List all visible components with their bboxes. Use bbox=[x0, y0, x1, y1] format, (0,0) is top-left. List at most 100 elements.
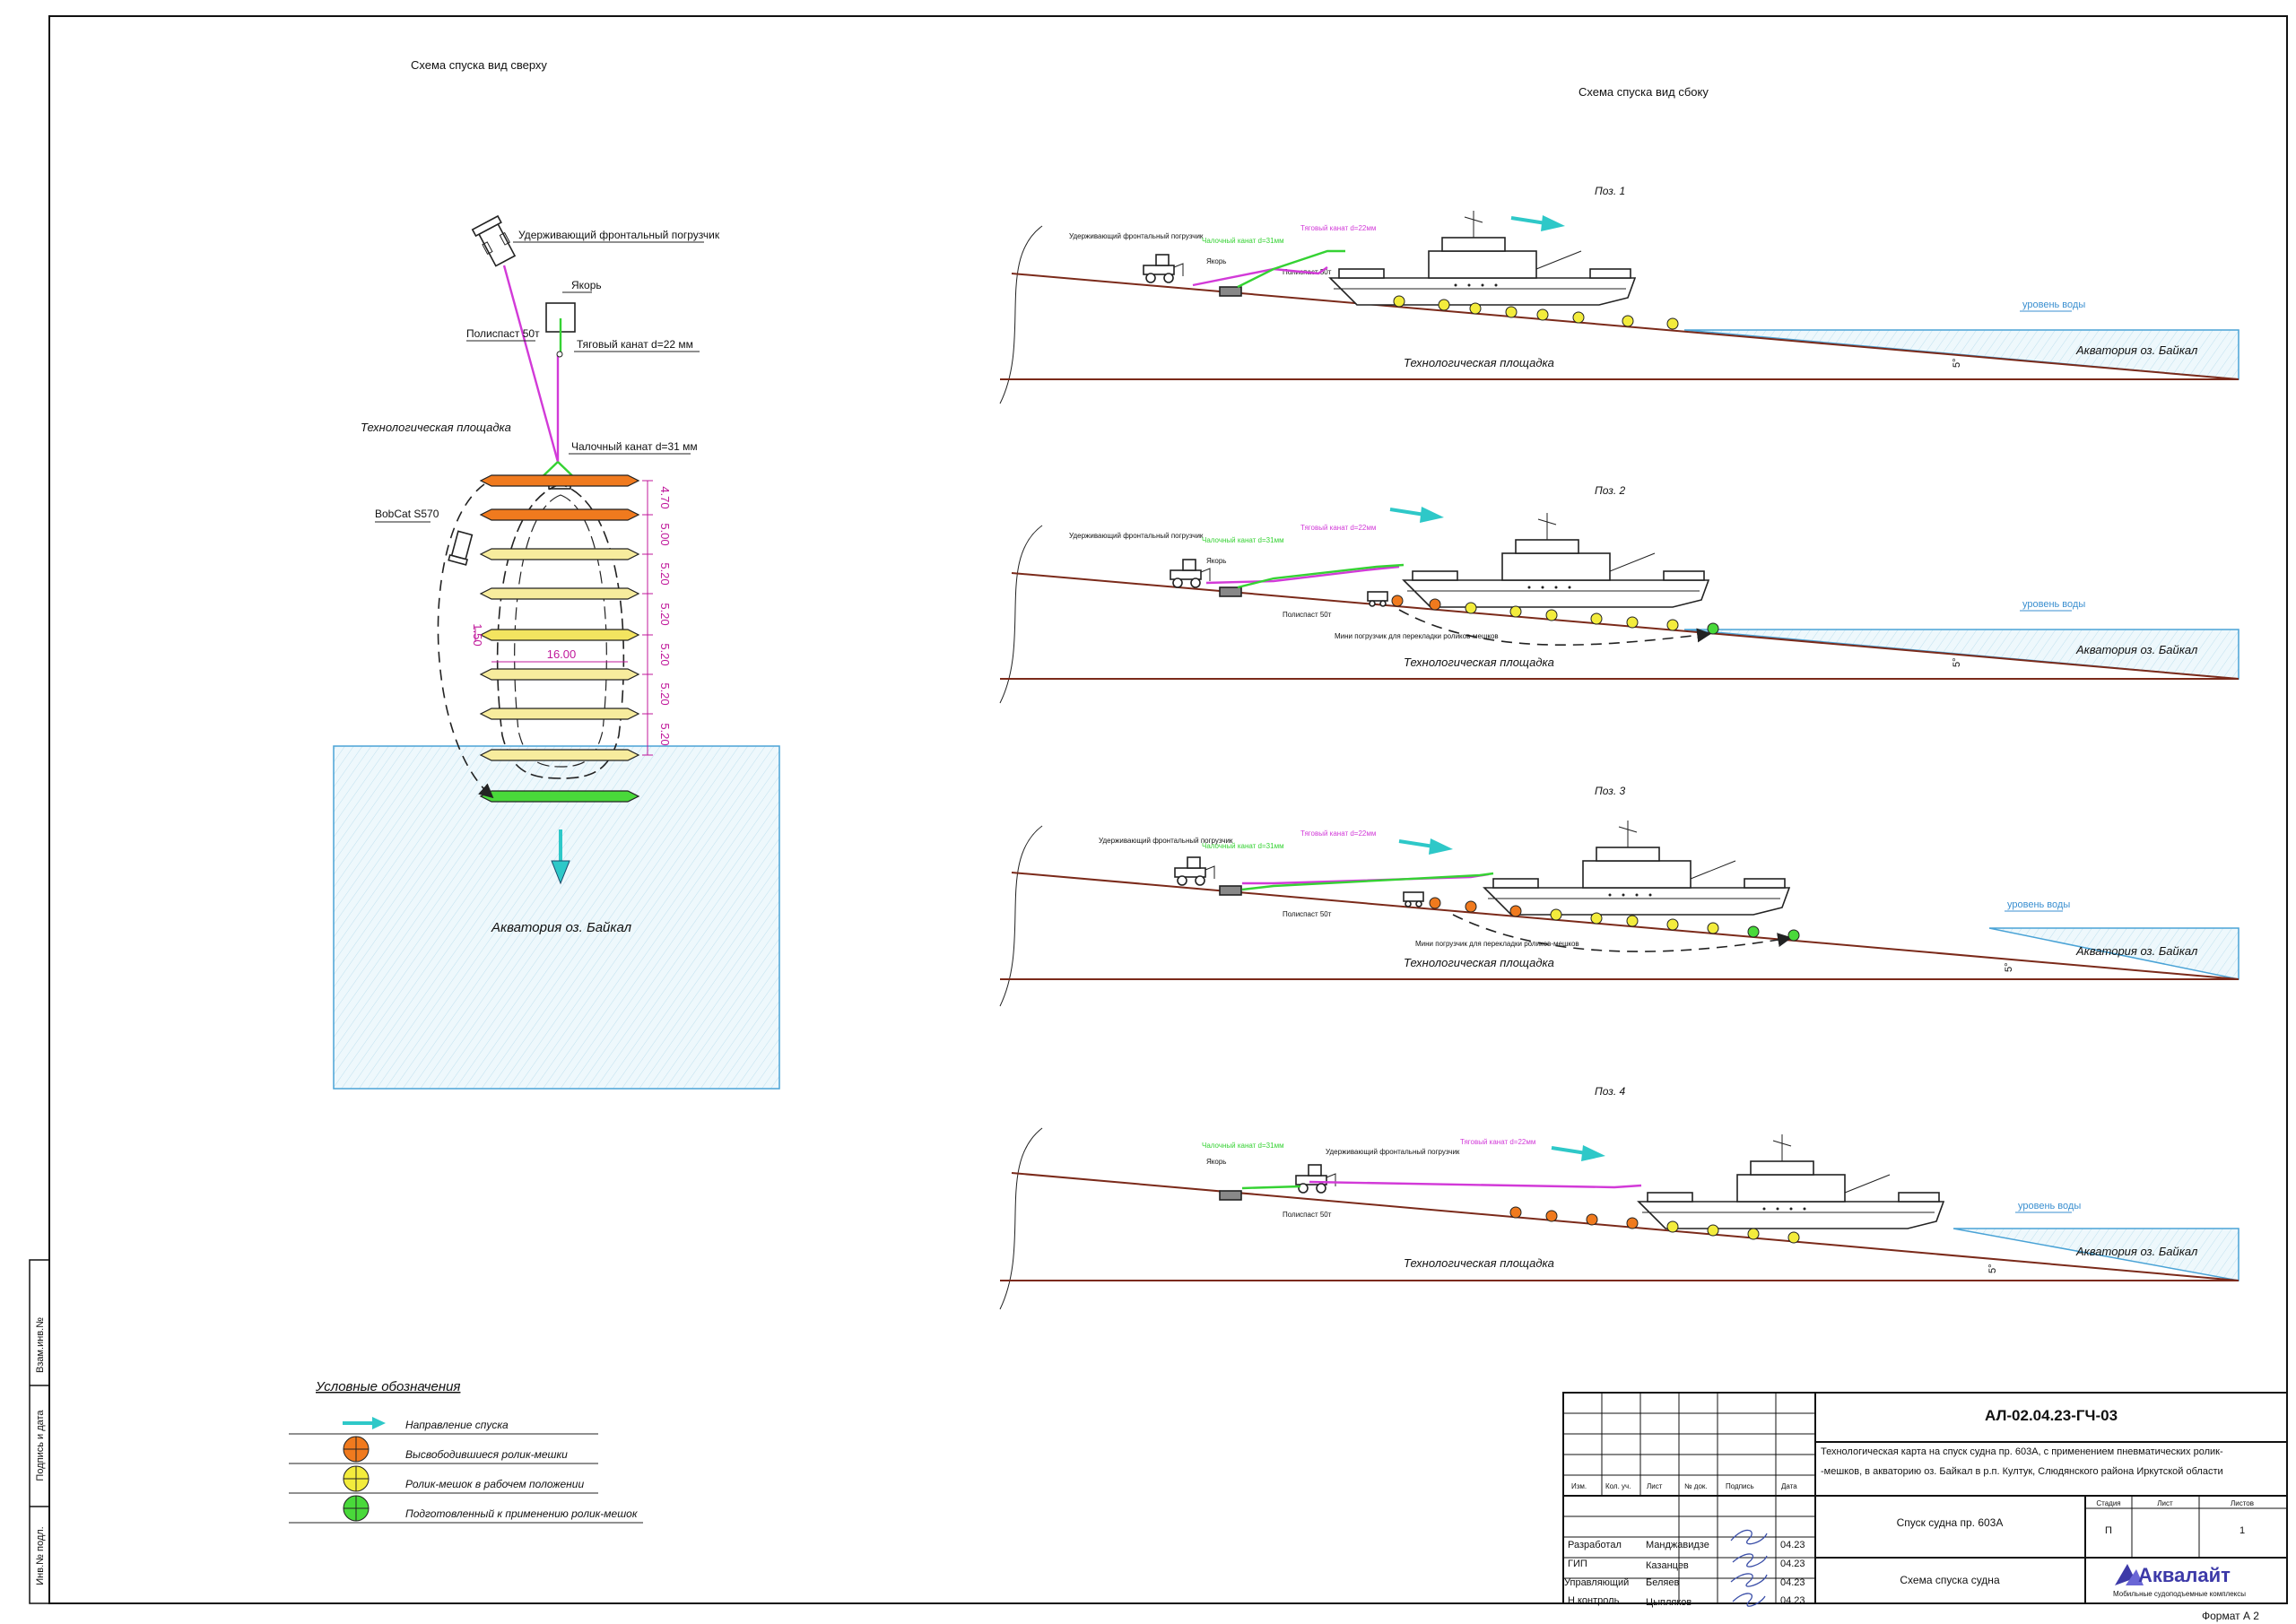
pos-1-sling-label: Чалочный канат d=31мм bbox=[1202, 237, 1284, 245]
pos-2-ship-icon bbox=[1403, 512, 1709, 608]
legend: Условные обозначения Направление спуска … bbox=[289, 1379, 643, 1524]
pos-4-area-label: Технологическая площадка bbox=[1404, 1256, 1554, 1270]
pos-3-loader-label: Удерживающий фронтальный погрузчик bbox=[1099, 837, 1233, 845]
top-anchor-label: Якорь bbox=[571, 279, 602, 291]
pos-1-loader-icon bbox=[1143, 254, 1184, 283]
pos-2-mini-loader-label: Мини погрузчик для перекладки роликов-ме… bbox=[1335, 632, 1499, 640]
logo-subtitle: Мобильные судоподъемные комплексы bbox=[2113, 1590, 2246, 1598]
title-block-text: Изм. Кол. уч. Лист № док. Подпись Дата Р… bbox=[1564, 1407, 2259, 1622]
staff-role-1: Разработал bbox=[1568, 1540, 1622, 1550]
pos-1-anchor-icon bbox=[1219, 286, 1242, 297]
side-stamp-2: Подпись и дата bbox=[35, 1410, 46, 1481]
legend-item-3: Ролик-мешок в рабочем положении bbox=[405, 1478, 584, 1490]
pos-2-anchor-label: Якорь bbox=[1206, 557, 1226, 565]
pos-3-water-level: уровень воды bbox=[2007, 899, 2070, 910]
pos-1-loader-label: Удерживающий фронтальный погрузчик bbox=[1069, 232, 1204, 240]
pos-2-polyspast-label: Полиспаст 50т bbox=[1283, 611, 1332, 619]
pos-4-water-label: Акватория оз. Байкал bbox=[2075, 1245, 2198, 1258]
pos-1-anchor-label: Якорь bbox=[1206, 257, 1226, 265]
pos-4-label: Поз. 4 bbox=[1595, 1085, 1625, 1098]
side-position-4: Поз. 4 уровень воды Акватория оз. Байкал… bbox=[999, 1085, 2239, 1310]
pos-3-sling-label: Чалочный канат d=31мм bbox=[1202, 842, 1284, 850]
side-view-title: Схема спуска вид сбоку bbox=[1578, 85, 1709, 99]
pos-3-label: Поз. 3 bbox=[1595, 785, 1625, 797]
dim-2: 5.00 bbox=[658, 523, 672, 545]
signature-icon bbox=[1730, 1529, 1768, 1607]
pos-3-water-label: Акватория оз. Байкал bbox=[2075, 944, 2198, 958]
roller-diameter: 1.50 bbox=[471, 623, 484, 646]
pos-3-anchor-icon bbox=[1219, 885, 1242, 896]
pos-4-polyspast-label: Полиспаст 50т bbox=[1283, 1211, 1332, 1219]
top-direction-arrow-icon bbox=[551, 829, 570, 885]
pos-2-sling-label: Чалочный канат d=31мм bbox=[1202, 536, 1284, 544]
top-polyspast-line bbox=[502, 265, 560, 463]
top-tow-label: Тяговый канат d=22 мм bbox=[577, 338, 693, 351]
sheets-header: Листов bbox=[2231, 1499, 2254, 1507]
bobcat-path bbox=[437, 483, 494, 799]
staff-name-1: Манджавидзе bbox=[1646, 1540, 1709, 1550]
pos-3-loader-icon bbox=[1174, 856, 1215, 886]
legend-title: Условные обозначения bbox=[315, 1379, 460, 1394]
pos-1-angle: 5° bbox=[1952, 358, 1962, 368]
top-loader-label: Удерживающий фронтальный погрузчик bbox=[518, 229, 720, 241]
pos-2-loader-label: Удерживающий фронтальный погрузчик bbox=[1069, 532, 1204, 540]
dim-4: 5.20 bbox=[658, 603, 672, 625]
pos-1-water-label: Акватория оз. Байкал bbox=[2075, 343, 2198, 357]
stage-header: Стадия bbox=[2096, 1499, 2120, 1507]
side-stamp-3: Инв.№ подл. bbox=[35, 1526, 46, 1585]
legend-yellow-roller-icon bbox=[343, 1465, 370, 1492]
legend-item-1: Направление спуска bbox=[405, 1419, 509, 1431]
pos-2-angle: 5° bbox=[1952, 657, 1962, 667]
staff-date-1: 04.23 bbox=[1780, 1540, 1805, 1550]
pos-1-arrow-icon bbox=[1510, 215, 1565, 231]
side-position-3: Поз. 3 уровень воды Акватория оз. Байкал… bbox=[999, 785, 2239, 1007]
pos-4-arrow-icon bbox=[1551, 1145, 1605, 1161]
dim-1: 4.70 bbox=[658, 486, 672, 508]
legend-green-roller-icon bbox=[343, 1495, 370, 1522]
hdr-doc: № док. bbox=[1684, 1482, 1708, 1490]
top-ship-hull bbox=[496, 483, 625, 779]
side-position-1: Поз. 1 уровень воды Акватория оз. Байкал… bbox=[999, 185, 2239, 404]
sheet-header: Лист bbox=[2157, 1499, 2173, 1507]
legend-arrow-icon bbox=[343, 1417, 386, 1429]
dim-7: 5.20 bbox=[658, 723, 672, 745]
pos-4-loader-icon bbox=[1295, 1164, 1336, 1194]
logo-text: Аквалайт bbox=[2138, 1564, 2231, 1586]
staff-name-4: Цыпляков bbox=[1646, 1597, 1692, 1608]
hdr-sign: Подпись bbox=[1726, 1482, 1754, 1490]
pos-4-anchor-icon bbox=[1219, 1190, 1242, 1201]
stage-value: П bbox=[2105, 1525, 2112, 1536]
outer-frame bbox=[48, 15, 2288, 1604]
staff-role-3: Управляющий bbox=[1564, 1577, 1629, 1588]
hdr-date: Дата bbox=[1781, 1482, 1797, 1490]
pos-4-tow-label: Тяговый канат d=22мм bbox=[1460, 1138, 1535, 1146]
dim-6: 5.20 bbox=[658, 682, 672, 705]
pos-3-mini-loader-icon bbox=[1403, 891, 1424, 908]
sheets-value: 1 bbox=[2239, 1525, 2245, 1536]
doc-sheet-title: Схема спуска судна bbox=[1900, 1574, 2000, 1586]
side-stamp-1: Взам.инв.№ bbox=[35, 1317, 46, 1373]
top-polyspast-label: Полиспаст 50т bbox=[466, 327, 540, 340]
pos-4-loader-label: Удерживающий фронтальный погрузчик bbox=[1326, 1148, 1460, 1156]
doc-desc-1: Технологическая карта на спуск судна пр.… bbox=[1821, 1446, 2223, 1457]
pos-3-polyspast-label: Полиспаст 50т bbox=[1283, 910, 1332, 918]
pos-4-ship-icon bbox=[1638, 1133, 1944, 1229]
pos-1-tow-label: Тяговый канат d=22мм bbox=[1300, 224, 1376, 232]
top-sling-label: Чалочный канат d=31 мм bbox=[571, 440, 698, 453]
pos-2-water-label: Акватория оз. Байкал bbox=[2075, 643, 2198, 656]
pos-4-sling-label: Чалочный канат d=31мм bbox=[1202, 1142, 1284, 1150]
aqualight-logo-icon bbox=[2115, 1564, 2144, 1585]
roller-length: 16.00 bbox=[547, 647, 577, 661]
staff-date-4: 04.23 bbox=[1780, 1595, 1805, 1606]
dim-3: 5.20 bbox=[658, 562, 672, 585]
bobcat-label: BobCat S570 bbox=[375, 508, 439, 520]
pos-2-area-label: Технологическая площадка bbox=[1404, 656, 1554, 669]
staff-name-3: Беляев bbox=[1646, 1577, 1679, 1588]
pos-2-label: Поз. 2 bbox=[1595, 484, 1625, 497]
dim-5: 5.20 bbox=[658, 643, 672, 665]
legend-orange-roller-icon bbox=[343, 1436, 370, 1463]
doc-desc-2: -мешков, в акваторию оз. Байкал в р.п. К… bbox=[1821, 1466, 2223, 1477]
pos-2-mini-loader-icon bbox=[1367, 591, 1388, 607]
top-rollers bbox=[479, 474, 640, 803]
